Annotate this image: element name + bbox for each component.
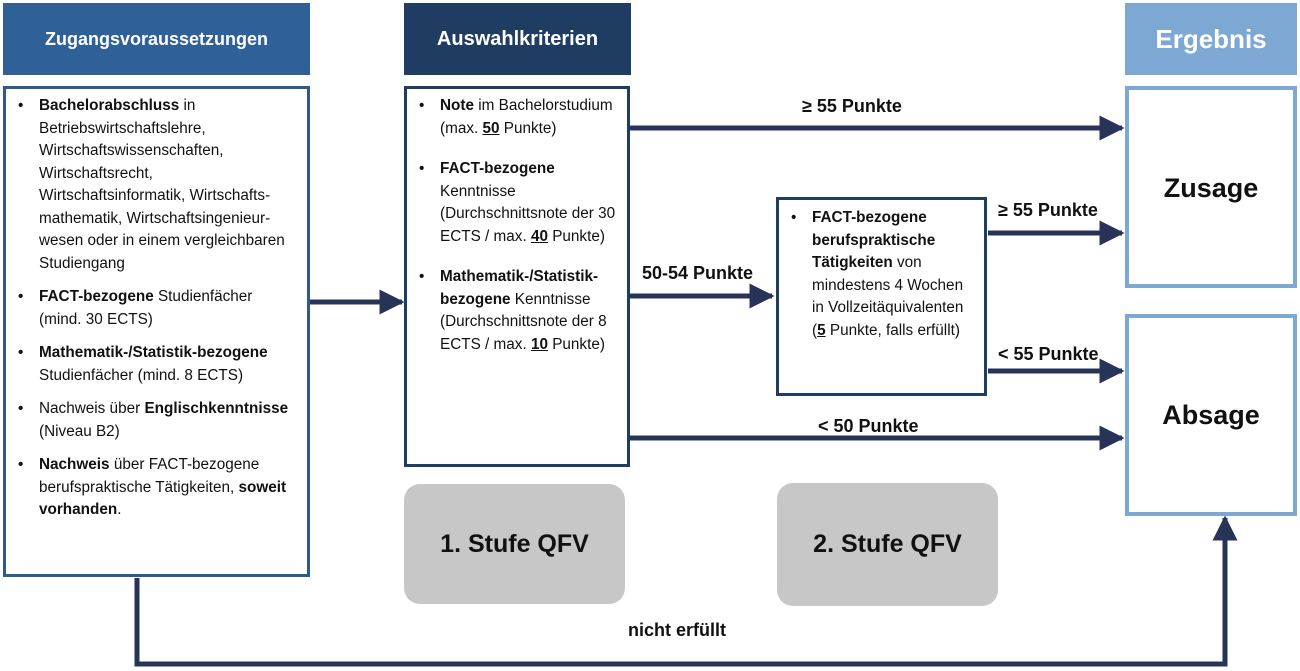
label-lt55: < 55 Punkte	[998, 344, 1099, 364]
item-text: Studienfächer (mind. 30 ECTS)	[39, 288, 253, 328]
item-text: Punkte)	[499, 119, 557, 137]
item-text: über FACT-bezogene berufspraktische Täti…	[39, 456, 260, 496]
label-ge55-mid: ≥ 55 Punkte	[998, 200, 1098, 220]
emphasis-text: Note	[440, 97, 474, 114]
stufe2-list: FACT-bezogene berufspraktische Tätigkeit…	[787, 207, 978, 342]
list-item: Bachelorabschluss in Betriebswirtschafts…	[14, 95, 297, 275]
emphasis-text: FACT-bezogene berufspraktische Tätigkeit…	[812, 209, 936, 271]
arrow-nicht-erfuellt	[134, 515, 1238, 667]
label-50-54: 50-54 Punkte	[642, 263, 754, 283]
label-lt50: < 50 Punkte	[818, 416, 919, 436]
label-nicht-erfuellt: nicht erfüllt	[628, 620, 726, 640]
item-text: im Bachelorstudium (max.	[440, 97, 613, 137]
item-text: Punkte)	[547, 335, 605, 353]
item-text: in Betriebswirtschaftslehre, Wirtschafts…	[39, 97, 285, 272]
emphasis-value: 5	[817, 321, 826, 339]
emphasis-text: Bachelorabschluss	[39, 97, 180, 114]
header-auswahlkriterien: Auswahlkriterien	[404, 3, 631, 75]
header-ergebnis-label: Ergebnis	[1155, 23, 1267, 54]
list-item: Mathematik-/Statistik-bezogene Kenntniss…	[415, 266, 619, 356]
emphasis-text: Englischkenntnisse	[144, 400, 289, 417]
item-text: Punkte)	[547, 227, 605, 245]
stufe2-box: FACT-bezogene berufspraktische Tätigkeit…	[776, 197, 987, 396]
zugang-box: Bachelorabschluss in Betriebswirtschafts…	[3, 86, 310, 577]
emphasis-value: 50	[482, 119, 500, 137]
emphasis-text: Mathematik-/Statistik-bezogene	[39, 344, 268, 361]
list-item: Nachweis über FACT-bezogene berufsprakti…	[14, 454, 297, 522]
item-text: Studienfächer (mind. 8 ECTS)	[39, 366, 244, 384]
list-item: Nachweis über Englischkenntnisse (Niveau…	[14, 398, 297, 443]
list-item: FACT-bezogene Kenntnisse (Durchschnittsn…	[415, 158, 619, 248]
item-text: von mindestens 4 Wochen in Vollzeitäquiv…	[812, 254, 964, 339]
item-text: Nachweis über	[39, 400, 145, 417]
list-item: FACT-bezogene berufspraktische Tätigkeit…	[787, 207, 978, 342]
header-zugangsvoraussetzungen: Zugangsvoraussetzungen	[3, 3, 310, 75]
emphasis-text: Nachweis	[39, 456, 110, 473]
list-item: Note im Bachelorstudium (max. 50 Punkte)	[415, 95, 619, 140]
zusage-box	[1125, 86, 1297, 288]
item-text: Kenntnisse (Durchschnittsnote der 30 ECT…	[440, 182, 616, 245]
emphasis-text: Mathematik-/Statistik-bezogene	[440, 268, 599, 308]
auswahl-box: Note im Bachelorstudium (max. 50 Punkte)…	[404, 86, 630, 467]
absage-box	[1125, 314, 1297, 516]
list-item: Mathematik-/Statistik-bezogene Studienfä…	[14, 342, 297, 387]
emphasis-text: FACT-bezogene	[39, 288, 154, 305]
emphasis-value: 10	[530, 335, 548, 353]
item-text: .	[117, 501, 122, 518]
stufe2-qfv: 2. Stufe QFV	[777, 483, 998, 606]
item-text: Punkte, falls erfüllt)	[825, 321, 960, 339]
auswahl-list: Note im Bachelorstudium (max. 50 Punkte)…	[415, 95, 619, 356]
emphasis-text: FACT-bezogene	[440, 160, 555, 177]
header-ergebnis: Ergebnis	[1125, 3, 1297, 75]
zusage-label: Zusage	[1163, 173, 1259, 203]
absage-label: Absage	[1162, 400, 1260, 430]
stufe2-label: 2. Stufe QFV	[813, 530, 962, 558]
zugang-list: Bachelorabschluss in Betriebswirtschafts…	[14, 95, 297, 522]
stufe1-qfv: 1. Stufe QFV	[404, 484, 625, 604]
header-auswahl-label: Auswahlkriterien	[436, 27, 599, 50]
label-ge55-top: ≥ 55 Punkte	[802, 96, 902, 116]
item-text: (Niveau B2)	[39, 422, 120, 440]
stufe1-label: 1. Stufe QFV	[440, 529, 589, 558]
list-item: FACT-bezogene Studienfächer (mind. 30 EC…	[14, 286, 297, 331]
header-zugang-label: Zugangsvoraussetzungen	[44, 28, 269, 49]
emphasis-text: soweit vorhanden	[39, 478, 287, 519]
emphasis-value: 40	[530, 227, 548, 245]
item-text: Kenntnisse (Durchschnittsnote der 8 ECTS…	[440, 290, 607, 353]
